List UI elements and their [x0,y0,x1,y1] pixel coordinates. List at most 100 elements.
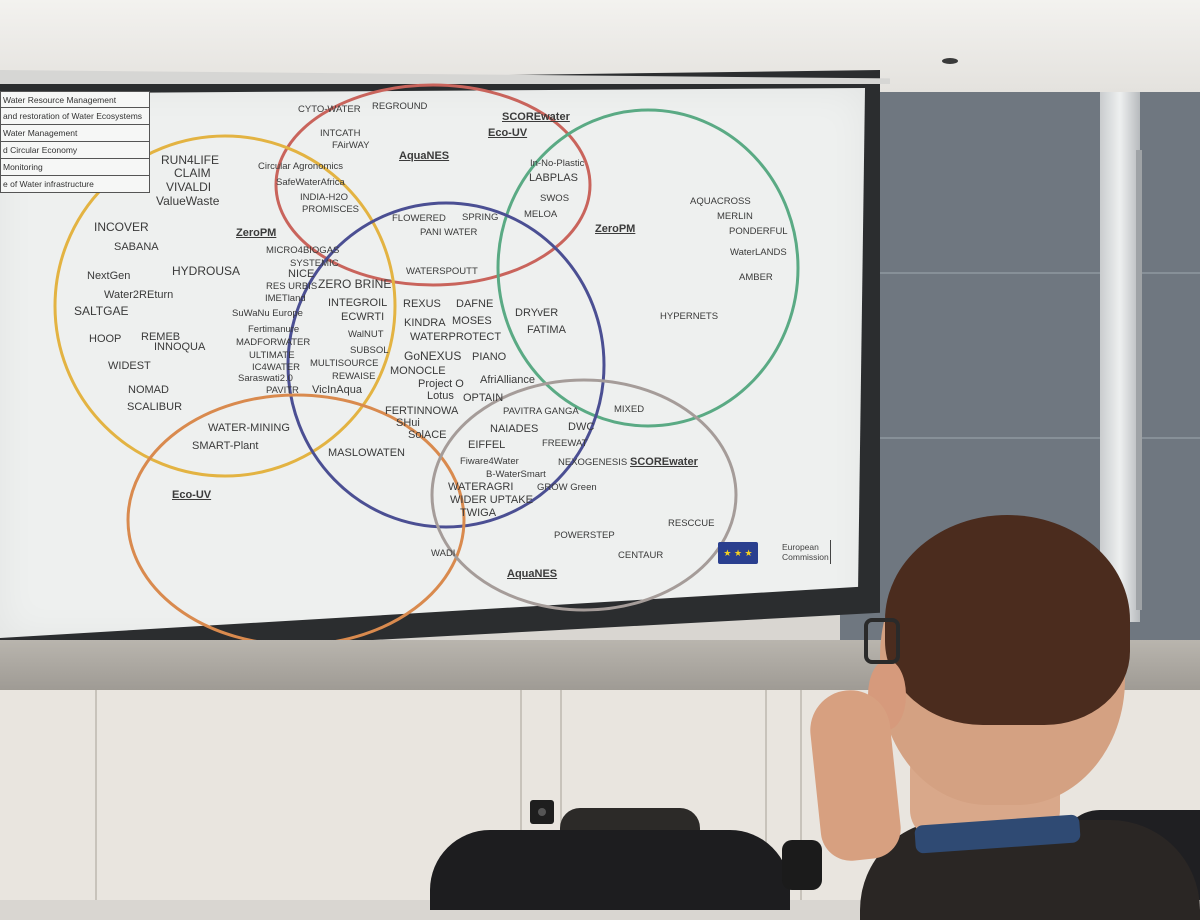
legend-row: and restoration of Water Ecosystems [0,108,150,125]
project-label: SCALIBUR [127,401,183,413]
project-label: POWERSTEP [554,530,615,541]
project-label: GoNEXUS [404,349,462,363]
project-label: FREEWAT [542,438,588,449]
project-label: INTCATH [320,128,361,139]
project-label: REXUS [403,298,441,310]
glasses [864,618,900,664]
legend-row: Water Management [0,125,150,142]
project-label: WalNUT [348,329,384,340]
legend-row: d Circular Economy [0,142,150,159]
wall-pillar [1100,92,1140,622]
project-label: SHui [396,417,420,429]
project-label: AquaNES [507,568,558,580]
project-label: RES URBIS [266,281,318,292]
project-label: MICRO4BIOGAS [266,245,340,256]
project-label: PAVITR [266,385,299,396]
project-label: NextGen [87,270,131,282]
project-label: FAirWAY [332,140,370,151]
project-label: ValueWaste [156,194,220,208]
project-label: SafeWaterAfrica [276,177,345,188]
project-label: ZeroPM [595,223,636,235]
project-label: SolACE [408,429,447,441]
project-label: B-WaterSmart [486,469,546,480]
eu-line2: Commission [782,552,829,562]
project-label: INTEGROIL [328,297,388,309]
project-label: HYDROUSA [172,264,241,278]
project-label: Fiware4Water [460,456,519,467]
project-label: MERLIN [717,211,753,222]
project-label: DAFNE [456,298,494,310]
project-label: INNOQUA [154,341,206,353]
project-label: SCOREwater [502,111,570,123]
project-label: KINDRA [404,317,446,329]
project-label: NAIADES [490,423,539,435]
project-label: AquaNES [399,150,450,162]
legend-row: e of Water infrastructure [0,176,150,193]
project-label: Saraswati2.0 [238,373,293,384]
project-label: RESCCUE [668,518,715,529]
project-label: AfriAlliance [480,374,536,386]
eu-flag-logo: ★ ★ ★ [718,542,758,564]
project-label: DWC [568,421,595,433]
project-label: CLAIM [174,166,211,180]
project-label: LABPLAS [529,172,578,184]
project-label: FLOWERED [392,213,446,224]
pillar-rod [1136,150,1142,610]
person-hair [885,515,1130,725]
project-label: REWAISE [332,371,376,382]
project-label: WaterLANDS [730,247,787,258]
project-label: Eco-UV [172,489,212,501]
project-label: Eco-UV [488,127,528,139]
project-label: SMART-Plant [192,440,259,452]
project-label: SWOS [540,193,570,204]
project-label: Lotus [427,390,454,402]
project-label: WIDEST [108,360,151,372]
project-label: MOSES [452,315,492,327]
project-label: HYPERNETS [660,311,719,322]
project-label: WATERSPOUTT [406,266,478,277]
project-label: ZERO BRINE [318,277,392,291]
chair-back [430,830,790,910]
power-outlet [530,800,554,824]
wristwatch [782,840,822,890]
project-label: CYTO-WATER [298,104,361,115]
project-label: WIDER UPTAKE [450,494,533,506]
project-label: OPTAIN [463,392,504,404]
project-label: SPRING [462,212,499,223]
project-label: HOOP [89,333,122,345]
project-label: INCOVER [94,220,149,234]
project-label: PAVITRA GANGA [503,406,579,417]
legend-table: Water Resource Management and restoratio… [0,91,150,193]
legend-row: Water Resource Management [0,91,150,108]
eu-commission-text: European Commission [782,542,829,562]
project-label: PROMISCES [302,204,360,215]
project-label: PANI WATER [420,227,478,238]
project-label: EIFFEL [468,439,506,451]
project-label: SYSTEMIC [290,258,339,269]
project-label: REMEB [141,331,181,343]
project-label: ULTIMATE [249,350,295,361]
project-label: WATERAGRI [448,481,514,493]
project-label: MELOA [524,209,558,220]
project-label: FATIMA [527,324,566,336]
ceiling-light [942,58,958,64]
project-label: Water2REturn [104,289,174,301]
project-label: Fertimanure [248,324,300,335]
project-label: MIXED [614,404,645,415]
project-label: ZeroPM [236,227,277,239]
project-label: AQUACROSS [690,196,751,207]
project-label: WATER-MINING [208,422,290,434]
project-label: VicInAqua [312,384,362,396]
project-label: Project O [418,378,464,390]
project-label: NEXOGENESIS [558,457,628,468]
project-label: In-No-Plastic [530,158,585,169]
project-label: PIANO [472,351,507,363]
project-label: SuWaNu Europe [232,308,303,319]
eu-divider [830,540,831,564]
project-label: Circular Agronomics [258,161,343,172]
project-label: GROW Green [537,482,597,493]
legend-row: Monitoring [0,159,150,176]
project-label: FERTINNOWA [385,405,459,417]
project-label: REGROUND [372,101,428,112]
project-label: MULTISOURCE [310,358,379,369]
